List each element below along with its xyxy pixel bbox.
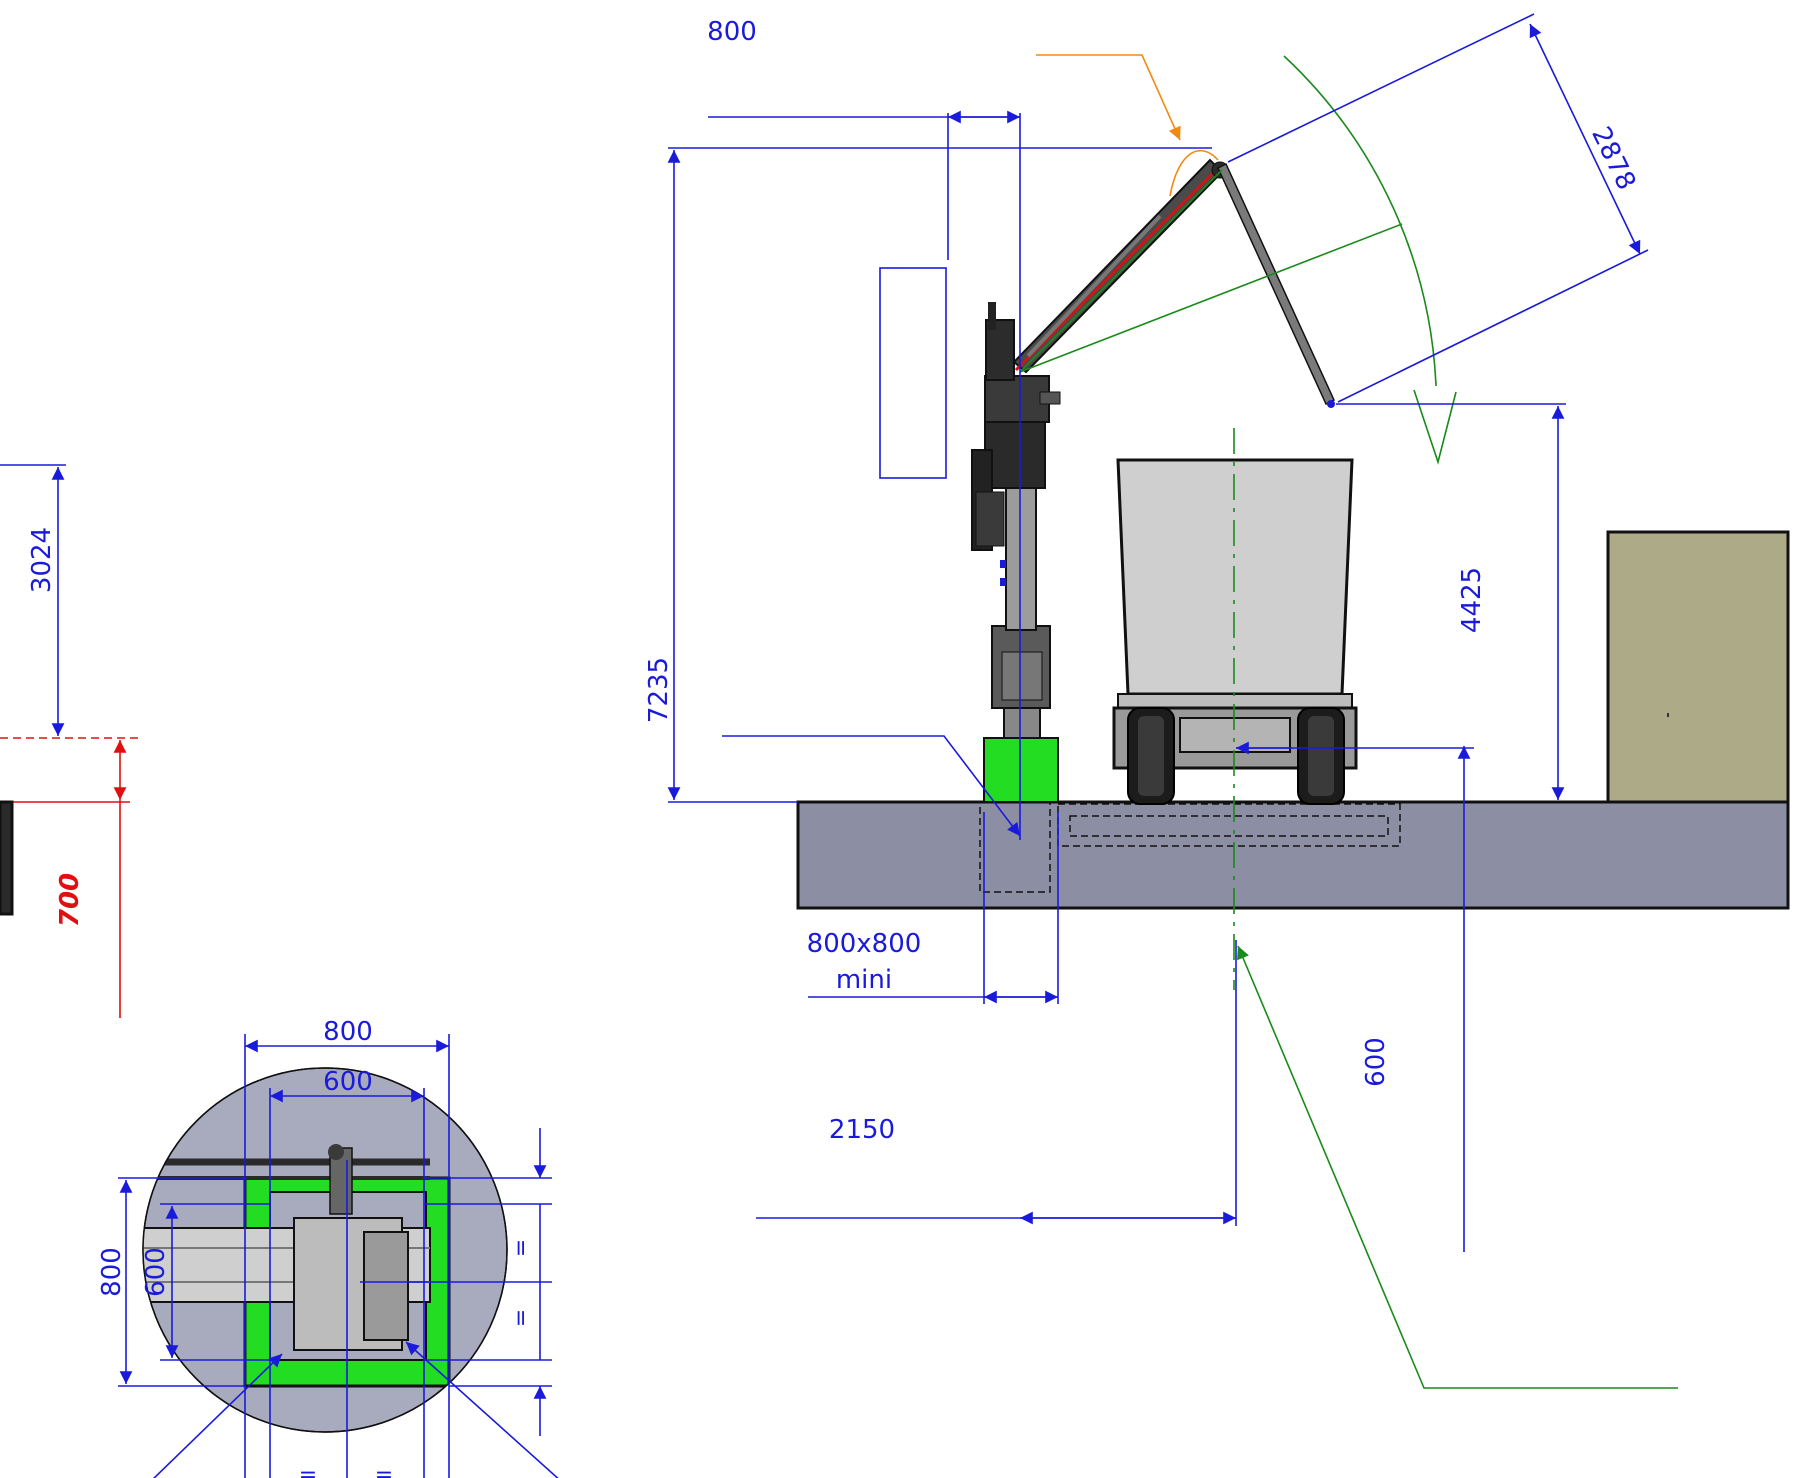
dim-plan-inner-width: 600 — [323, 1067, 373, 1097]
crane-boom — [1012, 158, 1335, 408]
dim-top-offset: 800 — [707, 17, 757, 47]
dim-foundation-sub: mini — [836, 965, 892, 995]
dim-foundation: 800x800 — [807, 929, 922, 959]
left-view-dimensions — [0, 464, 138, 1018]
waste-bin-vehicle — [1112, 458, 1358, 805]
equal-mark-bottom-left: = — [299, 1463, 317, 1478]
dim-left-red: 700 — [55, 873, 85, 927]
dim-hook-height: 4425 — [1457, 567, 1487, 633]
green-base-block — [983, 737, 1059, 803]
orange-leader — [1036, 54, 1219, 197]
dim-plan-outer-height: 800 — [97, 1247, 127, 1297]
plan-view-detail — [142, 1067, 508, 1433]
equal-mark-right-top: = — [509, 1239, 534, 1257]
equal-mark-right-bottom: = — [509, 1309, 534, 1327]
electrical-cabinet — [1606, 530, 1790, 804]
dim-vehicle-offset: 600 — [1361, 1037, 1391, 1087]
dim-plan-outer-width: 800 — [323, 1017, 373, 1047]
side-view-dimensions — [667, 13, 1649, 1252]
dim-left-height: 3024 — [27, 527, 57, 593]
dim-plan-inner-height: 600 — [141, 1247, 171, 1297]
slewing-arc — [1019, 55, 1678, 1389]
crane-mast — [971, 302, 1061, 739]
concrete-slab — [796, 800, 1790, 910]
plan-view-dimensions — [118, 1034, 559, 1478]
equal-mark-bottom-right: = — [375, 1463, 393, 1478]
dim-reach: 2150 — [829, 1115, 895, 1145]
dim-total-height: 7235 — [644, 657, 674, 723]
